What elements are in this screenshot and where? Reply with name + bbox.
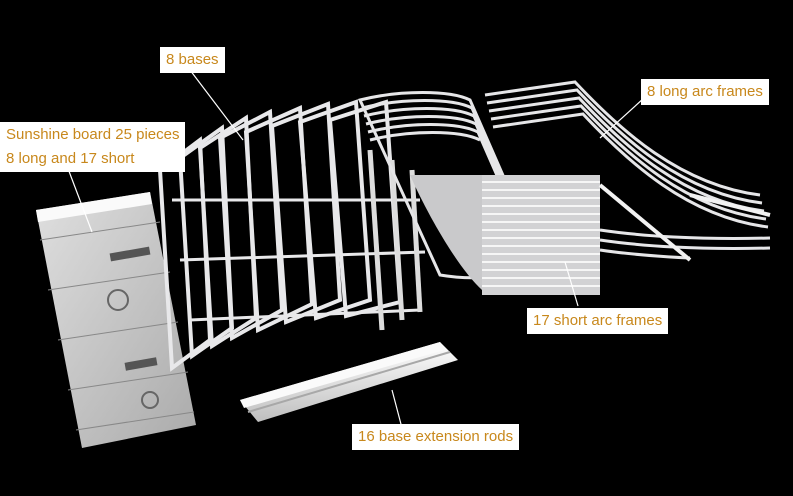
base-extension-rods: [240, 342, 458, 422]
label-base-extension-rods: 16 base extension rods: [352, 424, 520, 450]
label-short-arc-frames: 17 short arc frames: [527, 308, 669, 334]
label-long-arc-frames: 8 long arc frames: [641, 79, 769, 105]
short-arc-frame-block: [410, 175, 600, 295]
label-sunshine-board: Sunshine board 25 pieces 8 long and 17 s…: [0, 122, 186, 172]
sunshine-board-stack: [36, 192, 196, 448]
label-bases: 8 bases: [160, 47, 225, 73]
long-arc-frame-ends: [598, 183, 771, 262]
long-arc-frames: [484, 80, 771, 260]
label-sunshine-line1: Sunshine board 25 pieces: [6, 126, 180, 143]
label-sunshine-line2: 8 long and 17 short: [6, 150, 135, 167]
base-frames: [157, 99, 426, 372]
leader-lines: [66, 69, 645, 429]
base-frame-ends: [367, 149, 423, 331]
